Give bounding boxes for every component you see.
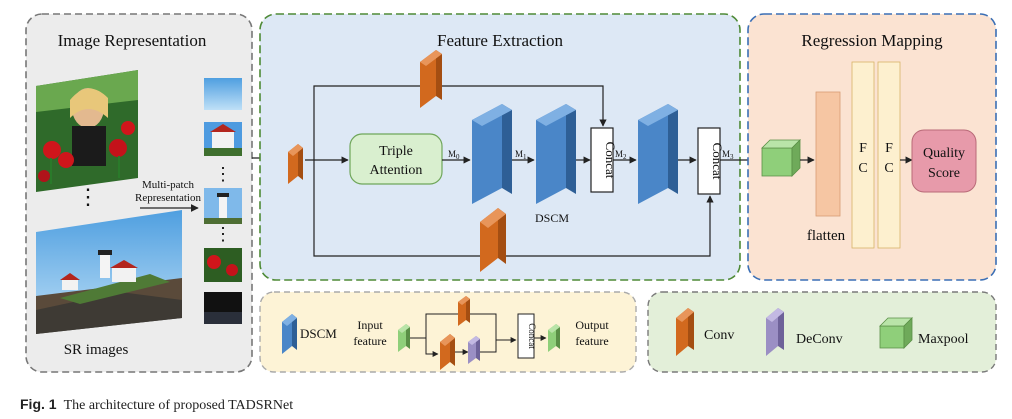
- concat-block-1: Concat: [590, 127, 618, 193]
- sr-image-lighthouse: [36, 210, 182, 334]
- dscm-concat-block: [517, 313, 535, 359]
- fc1-line1: F: [859, 141, 867, 156]
- top-branch-conv: [420, 50, 442, 108]
- image-representation-title: Image Representation: [58, 31, 207, 50]
- concat-label-2: Concat: [710, 143, 725, 180]
- triple-attention-line2: Attention: [370, 163, 423, 178]
- legend-maxpool-label: Maxpool: [918, 332, 969, 347]
- fc2-line1: F: [885, 141, 893, 156]
- legend-conv-label: Conv: [704, 328, 734, 343]
- fc2-line2: C: [884, 161, 893, 176]
- dscm-label: DSCM: [535, 211, 569, 225]
- legend-conv-icon: [676, 308, 694, 356]
- dscm-input-block: [398, 324, 410, 352]
- legend-panel: Conv DeConv Maxpool: [647, 291, 997, 373]
- patches-ellipsis-2: ⋮: [214, 224, 232, 244]
- patch-sky: [204, 78, 242, 110]
- input-conv-block: [288, 144, 303, 184]
- figure-caption-text: The architecture of proposed TADSRNet: [63, 398, 294, 413]
- dscm-top-conv: [458, 296, 470, 326]
- flatten-bar: [815, 91, 841, 217]
- flatten-label: flatten: [807, 228, 846, 244]
- m0-label: M0: [448, 149, 460, 161]
- sr-images-label: SR images: [64, 342, 129, 358]
- m2-label: M2: [615, 149, 627, 161]
- feature-extraction-title: Feature Extraction: [437, 31, 564, 50]
- sr-image-tulips: [36, 70, 138, 192]
- dscm-legend-block: [282, 314, 297, 354]
- legend-deconv-icon: [766, 308, 784, 356]
- quality-score-line2: Score: [928, 166, 960, 181]
- legend-maxpool-icon: [879, 317, 913, 349]
- dscm-block-1: [472, 104, 512, 204]
- legend-deconv-label: DeConv: [796, 332, 843, 347]
- quality-score-block: Quality Score: [911, 129, 977, 193]
- top-branch-path: [305, 85, 422, 161]
- dscm-path-bottom: [425, 338, 439, 357]
- regression-mapping-panel: Regression Mapping flatten F C F C Quali…: [747, 13, 997, 281]
- quality-score-line1: Quality: [923, 146, 965, 161]
- dscm-concat-label: Concat: [527, 323, 537, 349]
- figure-caption-label: Fig. 1: [20, 396, 57, 412]
- maxpool-cube: [761, 139, 801, 177]
- input-feature-line2: feature: [353, 334, 386, 348]
- patch-tulip: [204, 248, 242, 282]
- top-branch-to-concat: [442, 85, 607, 127]
- multipatch-label-line2: Representation: [135, 192, 201, 204]
- patch-dark: [204, 292, 242, 324]
- dscm-path-top: [410, 313, 458, 339]
- dscm-bottom-deconv: [468, 336, 480, 364]
- triple-attention-line1: Triple: [379, 144, 413, 159]
- input-feature-line1: Input: [357, 318, 383, 332]
- m1-label: M1: [515, 149, 527, 161]
- patch-house: [204, 122, 242, 156]
- bottom-branch-conv: [480, 208, 506, 272]
- dscm-detail-panel: DSCM Input feature: [259, 291, 637, 373]
- feature-extraction-panel: Feature Extraction Triple At: [259, 13, 761, 281]
- concat-block-2: Concat: [697, 127, 725, 195]
- image-representation-panel: Image Representation ⋮: [25, 13, 253, 373]
- patch-lighthouse: [204, 188, 242, 224]
- concat-label-1: Concat: [603, 142, 618, 179]
- dscm-top-to-concat: [470, 313, 517, 343]
- m3-label: M3: [722, 149, 734, 161]
- patches-ellipsis-1: ⋮: [214, 164, 232, 184]
- regression-mapping-title: Regression Mapping: [801, 31, 943, 50]
- fc-layer-1: [851, 61, 875, 249]
- dscm-bottom-to-concat: [480, 340, 497, 353]
- fc-layer-2: [877, 61, 901, 249]
- bottom-branch-to-concat: [506, 195, 714, 257]
- dscm-bottom-conv: [440, 334, 455, 370]
- dscm-block-2: [536, 104, 576, 204]
- bottom-branch-path: [313, 160, 480, 257]
- sr-images-ellipsis: ⋮: [77, 184, 99, 209]
- dscm-block-3: [638, 104, 678, 204]
- output-feature-line2: feature: [575, 334, 608, 348]
- dscm-output-block: [548, 324, 560, 352]
- dscm-detail-label: DSCM: [300, 326, 337, 341]
- multipatch-label-line1: Multi-patch: [142, 179, 194, 191]
- fc1-line2: C: [858, 161, 867, 176]
- triple-attention-block: Triple Attention: [349, 133, 443, 185]
- output-feature-line1: Output: [575, 318, 609, 332]
- figure-caption: Fig. 1 The architecture of proposed TADS…: [20, 396, 293, 414]
